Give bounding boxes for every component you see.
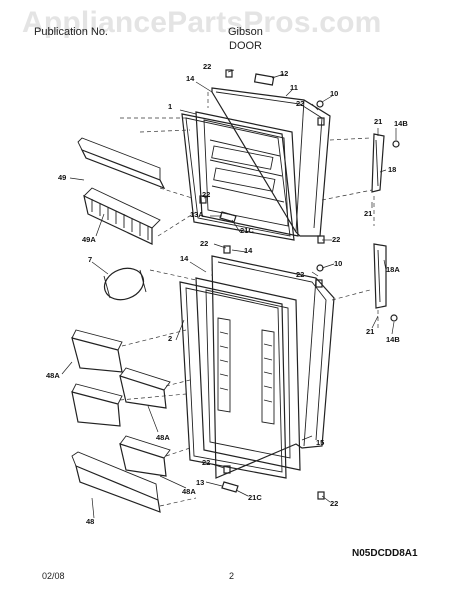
callout-22: 22	[202, 458, 210, 467]
callout-7: 7	[88, 255, 92, 264]
callout-18: 18	[388, 165, 396, 174]
screw-14b-a	[392, 140, 400, 148]
freezer-door-liner	[195, 111, 299, 237]
callout-13a: 13A	[190, 210, 204, 219]
callout-21: 21	[364, 209, 372, 218]
publication-label: Publication No.	[34, 26, 108, 38]
page-title: DOOR	[229, 40, 262, 52]
callout-22: 22	[203, 62, 211, 71]
door-shelf-lower	[71, 451, 161, 513]
callout-48: 48	[86, 517, 94, 526]
callout-48a: 48A	[182, 487, 196, 496]
hinge-pin-22-d	[223, 245, 231, 254]
assembly-guide-lines	[119, 92, 379, 507]
hinge-pin-22-f	[223, 465, 231, 474]
callout-labels: 22 12 14 11 10 1 22 21 14B 18 49 22 21 1…	[46, 62, 408, 526]
hinge-pin-22-c	[317, 235, 325, 244]
callout-21c: 21C	[248, 493, 262, 502]
door-bin-middle-right	[119, 367, 171, 409]
fresh-food-door-handle	[373, 243, 387, 309]
callout-15: 15	[316, 438, 324, 447]
footer-date: 02/08	[42, 571, 65, 581]
callout-18a: 18A	[386, 265, 400, 274]
callout-12: 12	[280, 69, 288, 78]
freezer-gasket	[181, 113, 295, 241]
callout-10: 10	[330, 89, 338, 98]
fresh-food-door-liner	[195, 277, 301, 471]
callout-13: 13	[196, 478, 204, 487]
callout-22: 22	[200, 239, 208, 248]
freezer-shelf-rail	[77, 137, 166, 190]
callout-49a: 49A	[82, 235, 96, 244]
callout-2: 2	[168, 334, 172, 343]
diagram-code: N05DCDD8A1	[352, 548, 418, 559]
hinge-pin-22-e	[315, 279, 323, 288]
fresh-food-door-outer-panel	[211, 255, 335, 479]
callout-21: 21	[374, 117, 382, 126]
callout-14: 14	[244, 246, 253, 255]
callout-22: 22	[202, 190, 210, 199]
callout-14: 14	[180, 254, 189, 263]
hinge-pin-22-h	[317, 117, 325, 126]
freezer-logo-badge	[253, 73, 275, 86]
callout-22: 22	[332, 235, 340, 244]
hinge-pin-22-b	[199, 195, 207, 204]
page-number: 2	[229, 571, 235, 581]
callout-14: 14	[186, 74, 195, 83]
callout-11: 11	[290, 83, 298, 92]
screw-14b-b	[390, 314, 398, 322]
door-bin-middle-left	[71, 383, 123, 427]
fresh-food-gasket	[179, 281, 287, 479]
callout-leader-lines	[61, 69, 397, 519]
callout-22: 22	[330, 499, 338, 508]
freezer-door-outer-panel	[211, 87, 331, 237]
door-bin-lower-right	[119, 435, 171, 477]
callout-21: 21	[366, 327, 374, 336]
callout-48a: 48A	[46, 371, 60, 380]
brand-label: Gibson	[228, 26, 263, 38]
callout-14b: 14B	[394, 119, 408, 128]
hinge-pin-22-g	[317, 491, 325, 500]
callout-21c: 21C	[240, 226, 254, 235]
dairy-compartment	[103, 267, 147, 301]
freezer-door-handle	[371, 133, 385, 193]
door-bin-upper-left	[71, 329, 123, 373]
callout-14b: 14B	[386, 335, 400, 344]
callout-22: 22	[296, 270, 304, 279]
freezer-wire-basket	[83, 187, 161, 245]
door-stop-lower	[221, 481, 239, 493]
callout-10: 10	[334, 259, 342, 268]
hinge-pin-22-a	[225, 69, 233, 78]
callout-49: 49	[58, 173, 66, 182]
callout-1: 1	[168, 102, 172, 111]
watermark-logo: AppliancePartsPros.com	[22, 6, 382, 39]
screw-10-a	[316, 100, 324, 108]
callout-22: 22	[296, 99, 304, 108]
callout-48a: 48A	[156, 433, 170, 442]
